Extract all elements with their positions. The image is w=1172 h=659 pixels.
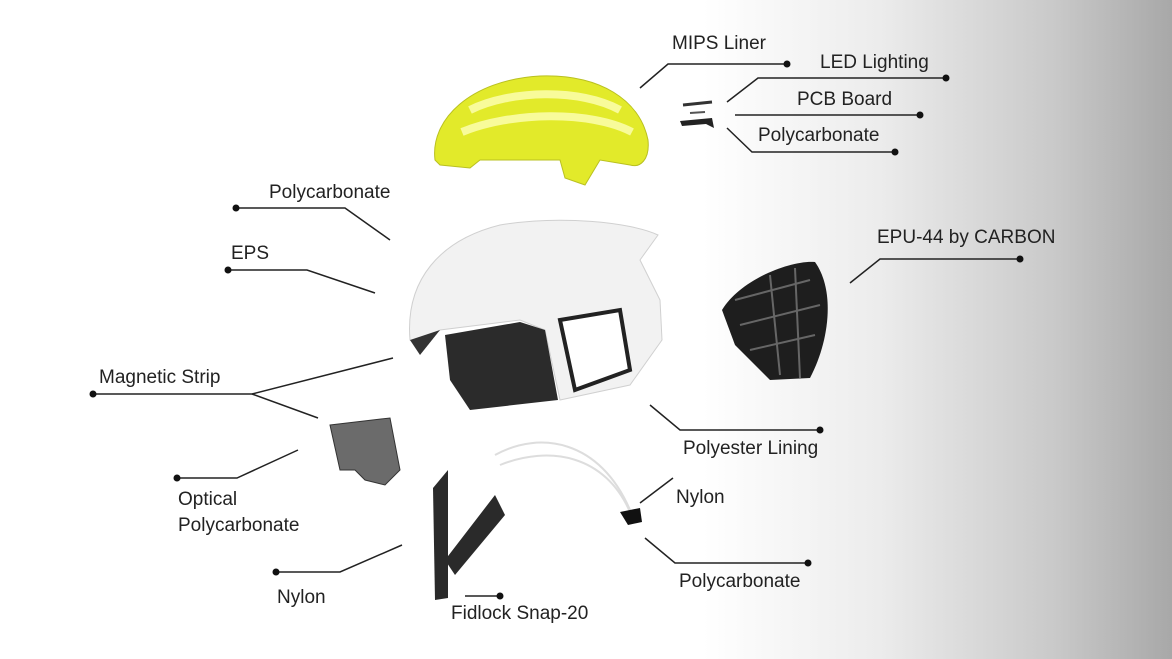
visor-part (329, 417, 401, 486)
buckle-part (433, 470, 505, 600)
label-polyester-lining: Polyester Lining (683, 438, 819, 459)
label-fidlock: Fidlock Snap-20 (451, 603, 589, 624)
label-optical-2: Polycarbonate (178, 515, 300, 536)
label-mips-liner: MIPS Liner (672, 33, 766, 54)
label-epu: EPU-44 by CARBON (877, 227, 1056, 248)
leader-dots (89, 60, 1024, 600)
label-nylon-right: Nylon (676, 487, 725, 508)
label-eps: EPS (231, 243, 270, 264)
led-parts (680, 100, 714, 128)
label-optical-1: Optical (178, 489, 238, 510)
mips-liner-part (434, 75, 649, 186)
helmet-shell (409, 219, 663, 410)
label-polycarbonate-shell: Polycarbonate (269, 182, 391, 203)
label-pcb-board: PCB Board (797, 89, 893, 110)
label-magnetic-strip: Magnetic Strip (99, 367, 221, 388)
leader-lines (93, 63, 1020, 597)
epu-mesh-part (722, 261, 828, 380)
label-polycarbonate-top: Polycarbonate (758, 125, 880, 146)
strap-part (494, 441, 642, 525)
label-polycarbonate-buckle: Polycarbonate (679, 571, 801, 592)
label-nylon-left: Nylon (277, 587, 326, 608)
label-led-lighting: LED Lighting (820, 52, 929, 73)
